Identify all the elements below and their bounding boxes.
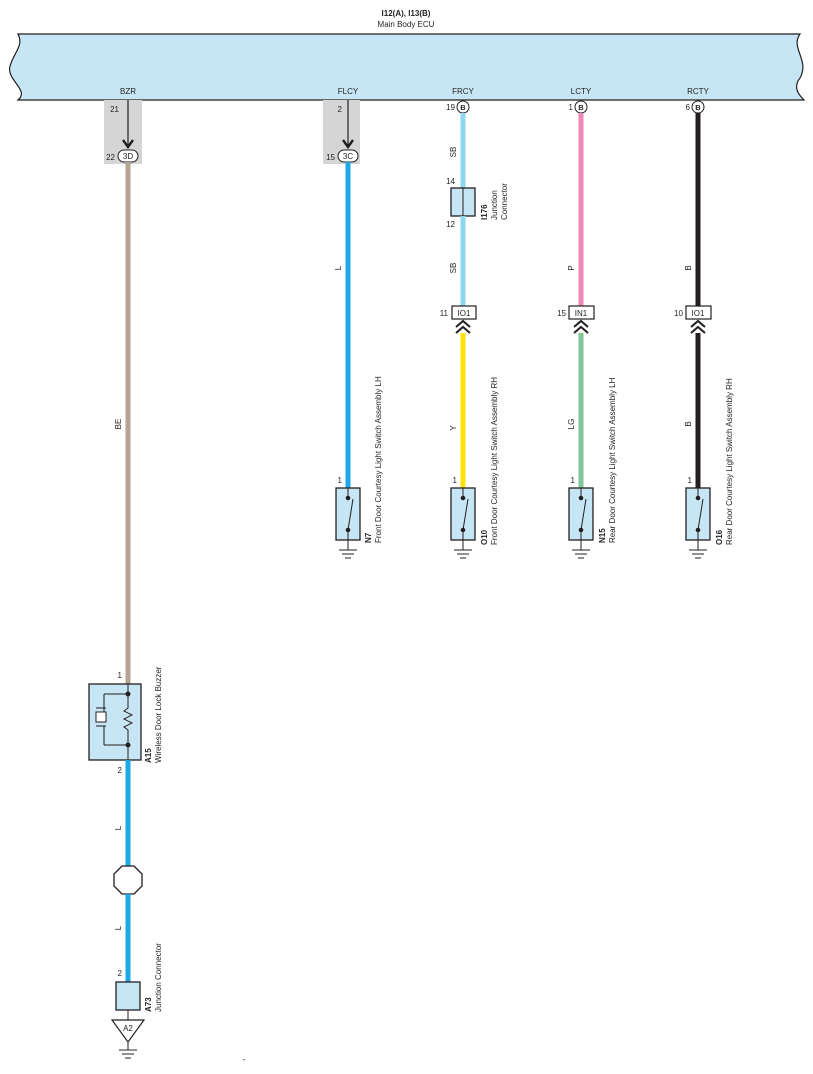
- ecu-pin-name-flcy: FLCY: [338, 87, 359, 96]
- rcty-inline-pin: 10: [674, 309, 683, 318]
- wire-label-frcy-mid: SB: [449, 263, 458, 274]
- buzzer-icon: [95, 684, 134, 760]
- ecu-codes: I12(A), I13(B): [382, 9, 431, 18]
- wire-label-rcty-top: B: [684, 265, 693, 270]
- o16-code: O16: [715, 529, 724, 545]
- splice-octagon: [113, 865, 143, 895]
- wire-label-frcy-top: SB: [449, 147, 458, 158]
- wire-label-bzr-mid: L: [114, 825, 123, 830]
- connector-chevron-icon: [455, 319, 471, 334]
- connector-chevron-icon: [690, 319, 706, 334]
- rcty-inline-code: IO1: [692, 309, 705, 318]
- ecu-name: Main Body ECU: [378, 20, 435, 29]
- connector-chevron-icon: [573, 319, 589, 334]
- ecu-pin-name-frcy: FRCY: [452, 87, 474, 96]
- o16-pin: 1: [688, 476, 693, 485]
- i176-code: I176: [480, 204, 489, 220]
- ground-a2-triangle: [110, 1019, 146, 1044]
- ecu-pin-name-bzr: BZR: [120, 87, 136, 96]
- i176-name-1: Junction: [490, 190, 499, 220]
- a15-code: A15: [144, 748, 153, 763]
- ecu-pin-name-rcty: RCTY: [687, 87, 709, 96]
- o10-pin: 1: [453, 476, 458, 485]
- flcy-arrow-icon: [342, 139, 354, 150]
- a73-name: Junction Connector: [154, 943, 163, 1012]
- a15-pin-top: 1: [118, 671, 123, 680]
- wire-label-flcy: L: [334, 265, 343, 270]
- lcty-ecu-pin: 1: [569, 103, 574, 112]
- frcy-inline-box: [451, 305, 477, 320]
- switch-icon: [345, 488, 354, 540]
- a73-code: A73: [144, 997, 153, 1012]
- o10-name: Front Door Courtesy Light Switch Assembl…: [490, 377, 499, 545]
- ground-a2-code: A2: [123, 1024, 133, 1033]
- flcy-ecu-pin: 2: [338, 105, 343, 114]
- n15-code: N15: [598, 528, 607, 543]
- i176-name-2: Connector: [500, 183, 509, 220]
- n15-pin: 1: [571, 476, 576, 485]
- rcty-conn-code: B: [695, 103, 701, 112]
- ground-icon: [689, 540, 707, 559]
- bzr-conn-pin: 22: [106, 153, 115, 162]
- lcty-inline-pin: 15: [557, 309, 566, 318]
- wire-label-bzr-top: BE: [114, 419, 123, 430]
- lcty-inline-code: IN1: [575, 309, 588, 318]
- frcy-inline-code: IO1: [458, 309, 471, 318]
- switch-icon: [578, 488, 587, 540]
- wire-label-bzr-low: L: [114, 925, 123, 930]
- flcy-conn-pin: 15: [326, 153, 335, 162]
- o10-code: O10: [480, 529, 489, 545]
- a73-connector-box: [115, 981, 141, 1011]
- ground-icon: [339, 540, 357, 559]
- frcy-inline-pin: 11: [440, 309, 449, 318]
- switch-icon: [695, 488, 704, 540]
- wire-label-rcty-low: B: [684, 421, 693, 426]
- bzr-conn-code: 3D: [123, 152, 133, 161]
- ground-icon: [572, 540, 590, 559]
- wire-label-frcy-low: Y: [449, 425, 458, 431]
- lcty-inline-box: [568, 305, 595, 320]
- ecu-pin-name-lcty: LCTY: [571, 87, 592, 96]
- frcy-ecu-pin: 19: [446, 103, 455, 112]
- rcty-inline-box: [685, 305, 712, 320]
- i176-pin-top: 14: [446, 177, 455, 186]
- wire-label-lcty-top: P: [567, 265, 576, 270]
- i176-pin-bottom: 12: [446, 220, 455, 229]
- n15-name: Rear Door Courtesy Light Switch Assembly…: [608, 377, 617, 543]
- frcy-conn-code: B: [460, 103, 466, 112]
- flcy-conn-code: 3C: [343, 152, 353, 161]
- n7-name: Front Door Courtesy Light Switch Assembl…: [374, 376, 383, 543]
- footer-mark: -: [243, 1055, 246, 1064]
- wire-label-lcty-low: LG: [567, 419, 576, 430]
- ground-icon: [119, 1042, 137, 1059]
- bzr-ecu-pin: 21: [110, 105, 119, 114]
- lcty-conn-code: B: [578, 103, 584, 112]
- switch-icon: [460, 488, 469, 540]
- a15-name: Wireless Door Lock Buzzer: [154, 666, 163, 763]
- bzr-arrow-icon: [122, 139, 134, 150]
- n7-code: N7: [364, 532, 373, 543]
- a73-pin: 2: [118, 969, 123, 978]
- a15-pin-bottom: 2: [118, 766, 123, 775]
- ground-icon: [454, 540, 472, 559]
- n7-pin: 1: [338, 476, 343, 485]
- o16-name: Rear Door Courtesy Light Switch Assembly…: [725, 378, 734, 545]
- ecu-body: [9, 33, 806, 101]
- rcty-ecu-pin: 6: [686, 103, 691, 112]
